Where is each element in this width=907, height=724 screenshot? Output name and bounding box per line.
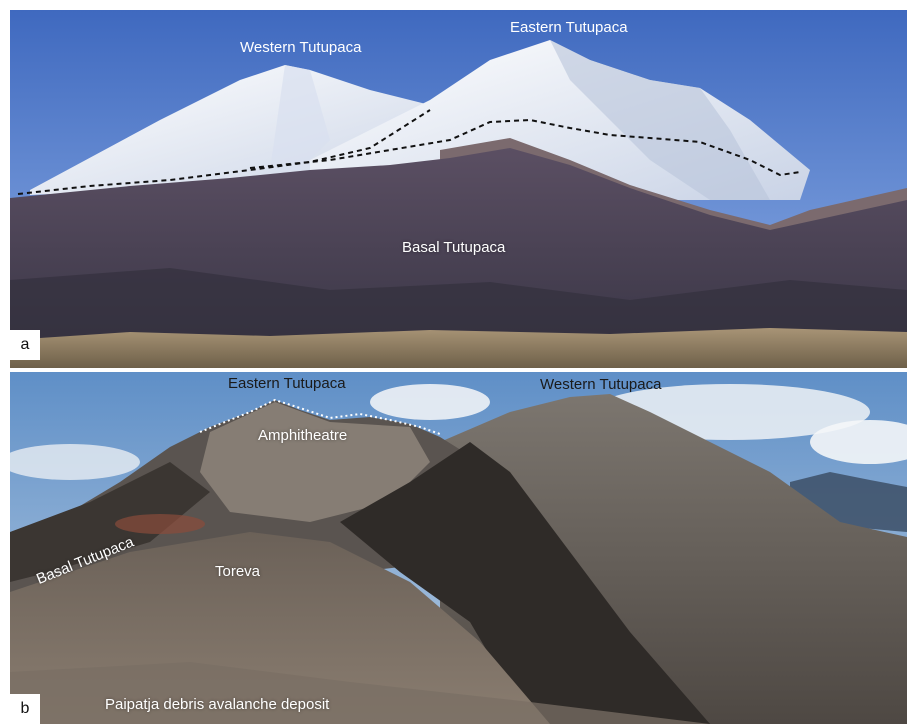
panel-b-landscape	[10, 372, 907, 724]
panel-letter-a-text: a	[20, 336, 30, 353]
label-eastern-tutupaca-b: Eastern Tutupaca	[228, 375, 346, 392]
central-ridge-b	[340, 442, 710, 724]
panel-letter-b-text: b	[20, 700, 30, 717]
label-toreva-b: Toreva	[215, 563, 261, 580]
label-western-tutupaca-b: Western Tutupaca	[540, 376, 662, 393]
label-paipatja-deposit-b: Paipatja debris avalanche deposit	[105, 696, 330, 713]
contact-line-eastern	[249, 118, 801, 177]
panel-a-photo: Western Tutupaca Eastern Tutupaca Basal …	[10, 10, 907, 368]
contact-line-western	[17, 109, 431, 195]
grass-foreground-a	[10, 328, 907, 368]
label-western-tutupaca-a: Western Tutupaca	[240, 39, 362, 56]
panel-b-photo: Eastern Tutupaca Western Tutupaca Amphit…	[10, 372, 907, 724]
panel-letter-a: a	[10, 330, 40, 360]
label-basal-tutupaca-a: Basal Tutupaca	[402, 239, 506, 256]
label-amphitheatre-b: Amphitheatre	[258, 427, 348, 444]
panel-letter-b: b	[10, 694, 40, 724]
panel-a-landscape	[10, 10, 907, 368]
amphitheatre-rim-line	[199, 398, 441, 435]
amphitheatre-b	[200, 402, 430, 522]
label-eastern-tutupaca-a: Eastern Tutupaca	[510, 19, 628, 36]
